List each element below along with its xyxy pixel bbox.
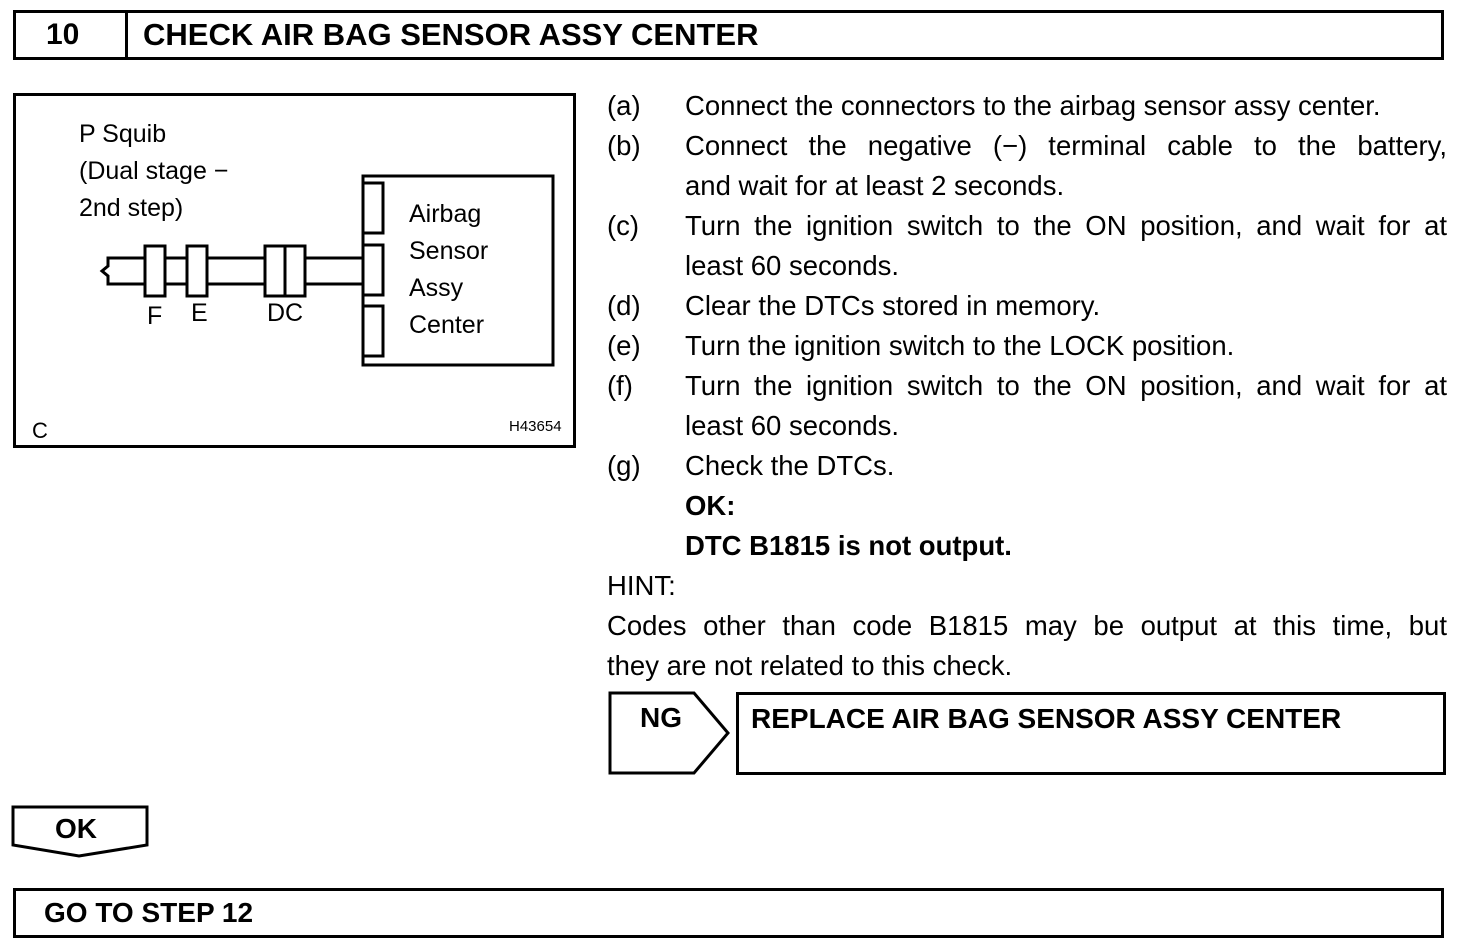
- figure-corner-letter: C: [32, 418, 48, 443]
- step-g: (g) Check the DTCs.: [607, 446, 1447, 486]
- step-c: (c) Turn the ignition switch to the ON p…: [607, 206, 1447, 246]
- step-text: Turn the ignition switch to the LOCK pos…: [685, 330, 1235, 361]
- sensor-label-line2: Sensor: [409, 237, 489, 265]
- step-label: (d): [607, 290, 641, 321]
- step-text: Turn the ignition switch to the ON posit…: [685, 210, 1447, 241]
- wiring-figure: P Squib (Dual stage − 2nd step) Airbag S…: [13, 93, 576, 448]
- step-text: Clear the DTCs stored in memory.: [685, 290, 1101, 321]
- ng-action-text: REPLACE AIR BAG SENSOR ASSY CENTER: [751, 703, 1342, 734]
- step-label: (f): [607, 370, 633, 401]
- step-a: (a) Connect the connectors to the airbag…: [607, 86, 1447, 126]
- hint-text: they are not related to this check.: [607, 650, 1013, 681]
- sensor-label-line3: Assy: [409, 274, 464, 302]
- ok-result-row: DTC B1815 is not output.: [607, 526, 1447, 566]
- step-text: Connect the negative (−) terminal cable …: [685, 130, 1447, 161]
- step-b: (b) Connect the negative (−) terminal ca…: [607, 126, 1447, 166]
- step-b-continued: and wait for at least 2 seconds.: [607, 166, 1447, 206]
- squib-label-line3: 2nd step): [79, 194, 184, 222]
- step-text: least 60 seconds.: [685, 250, 900, 281]
- step-d: (d) Clear the DTCs stored in memory.: [607, 286, 1447, 326]
- ng-label: NG: [640, 702, 682, 733]
- step-text: least 60 seconds.: [685, 410, 900, 441]
- hint-text: Codes other than code B1815 may be outpu…: [607, 610, 1447, 641]
- ok-heading-row: OK:: [607, 486, 1447, 526]
- squib-label-line1: P Squib: [79, 120, 167, 148]
- sensor-connector-1: [361, 181, 385, 235]
- step-f: (f) Turn the ignition switch to the ON p…: [607, 366, 1447, 406]
- ng-action-box: REPLACE AIR BAG SENSOR ASSY CENTER: [736, 692, 1446, 775]
- step-title: CHECK AIR BAG SENSOR ASSY CENTER: [143, 17, 759, 52]
- ok-label: OK: [55, 813, 97, 844]
- step-header: 10 CHECK AIR BAG SENSOR ASSY CENTER: [13, 10, 1444, 60]
- sensor-label-line1: Airbag: [409, 200, 482, 228]
- connector-dc-label: DC: [267, 299, 304, 327]
- ok-action-box: GO TO STEP 12: [13, 888, 1444, 938]
- connector-d: [263, 244, 287, 298]
- ok-arrow-shape: [11, 805, 149, 858]
- step-text: and wait for at least 2 seconds.: [685, 170, 1065, 201]
- hint-line-1: Codes other than code B1815 may be outpu…: [607, 606, 1447, 646]
- step-label: (a): [607, 90, 641, 121]
- sensor-connector-2: [361, 243, 385, 297]
- connector-e-label: E: [191, 299, 208, 327]
- hint-line-2: they are not related to this check.: [607, 646, 1447, 686]
- wiring-diagram: [99, 174, 555, 367]
- squib-connector-end: [99, 256, 127, 286]
- step-label: (c): [607, 210, 640, 241]
- step-f-continued: least 60 seconds.: [607, 406, 1447, 446]
- ok-result-heading: OK:: [685, 490, 736, 521]
- sensor-connector-3: [361, 304, 385, 358]
- procedure-steps: (a) Connect the connectors to the airbag…: [607, 86, 1447, 686]
- squib-label-line2: (Dual stage −: [79, 157, 229, 185]
- ok-result-text: DTC B1815 is not output.: [685, 530, 1012, 561]
- step-text: Turn the ignition switch to the ON posit…: [685, 370, 1447, 401]
- step-e: (e) Turn the ignition switch to the LOCK…: [607, 326, 1447, 366]
- step-text: Connect the connectors to the airbag sen…: [685, 90, 1381, 121]
- connector-f-label: F: [147, 302, 163, 330]
- step-label: (e): [607, 330, 641, 361]
- hint-heading: HINT:: [607, 570, 676, 601]
- connector-e: [185, 244, 209, 298]
- ok-action-text: GO TO STEP 12: [44, 897, 254, 928]
- hint-heading-row: HINT:: [607, 566, 1447, 606]
- step-number: 10: [16, 13, 128, 57]
- connector-f: [143, 244, 167, 298]
- sensor-label-line4: Center: [409, 311, 485, 339]
- connector-c: [283, 244, 307, 298]
- step-c-continued: least 60 seconds.: [607, 246, 1447, 286]
- figure-id: H43654: [509, 418, 562, 435]
- ng-arrow-shape: [608, 691, 730, 775]
- step-label: (b): [607, 130, 641, 161]
- step-text: Check the DTCs.: [685, 450, 895, 481]
- step-label: (g): [607, 450, 641, 481]
